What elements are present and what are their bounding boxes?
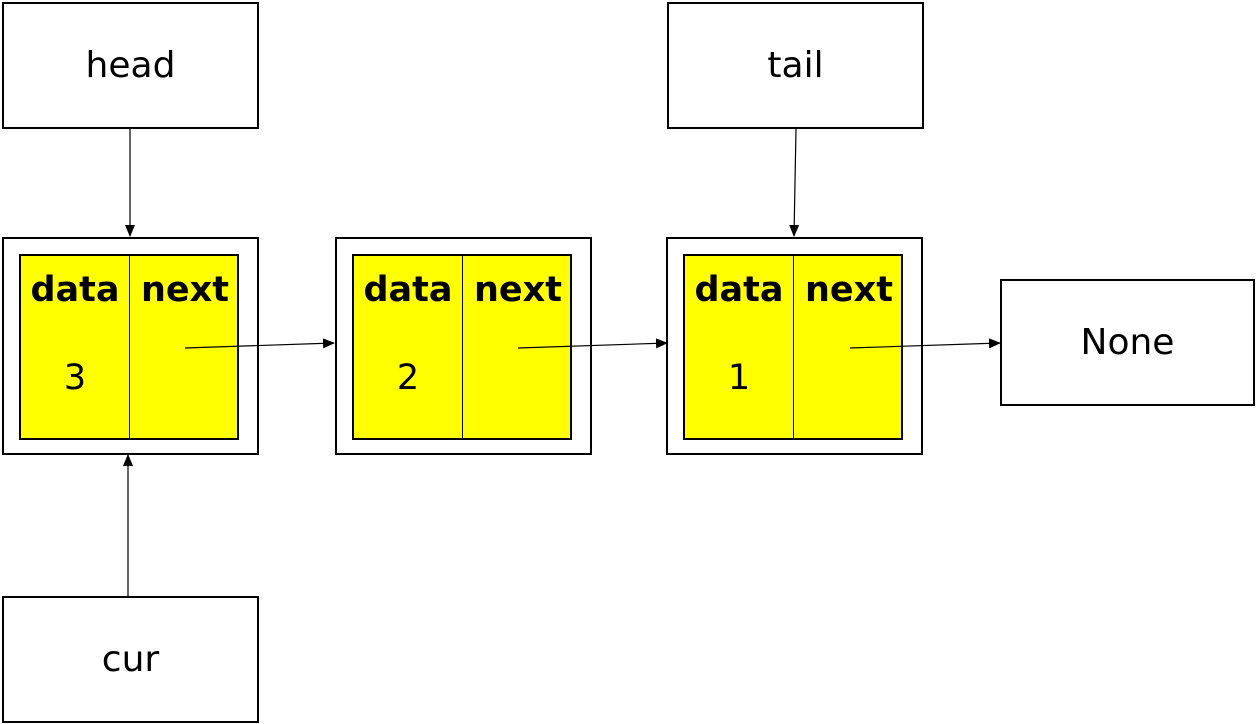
node-2-data-label: data	[363, 270, 453, 310]
node-3-next-label: next	[805, 270, 893, 310]
node-3-divider	[793, 256, 794, 438]
tail-pointer-box: tail	[667, 2, 924, 129]
node-3-value: 1	[727, 358, 751, 398]
cur-pointer-box: cur	[2, 596, 259, 723]
node-3-data-label: data	[694, 270, 784, 310]
tail-to-node-3-arrow	[789, 128, 800, 237]
none-label: None	[1080, 322, 1175, 363]
head-label: head	[85, 45, 176, 86]
node-1-data-label: data	[30, 270, 120, 310]
node-1-value: 3	[63, 358, 87, 398]
node-1-divider	[129, 256, 130, 438]
node-2-divider	[462, 256, 463, 438]
none-terminal-box: None	[1000, 279, 1255, 406]
linked-list-node-2: data next 2	[335, 237, 592, 455]
cur-label: cur	[101, 639, 160, 680]
node-1-next-label: next	[141, 270, 229, 310]
linked-list-node-3: data next 1	[666, 237, 923, 455]
linked-list-node-1: data next 3	[2, 237, 259, 455]
tail-label: tail	[767, 45, 824, 86]
node-2-fields: data next 2	[352, 254, 572, 440]
node-1-fields: data next 3	[19, 254, 239, 440]
head-pointer-box: head	[2, 2, 259, 129]
node-2-value: 2	[396, 358, 420, 398]
node-2-next-label: next	[474, 270, 562, 310]
node-3-fields: data next 1	[683, 254, 903, 440]
